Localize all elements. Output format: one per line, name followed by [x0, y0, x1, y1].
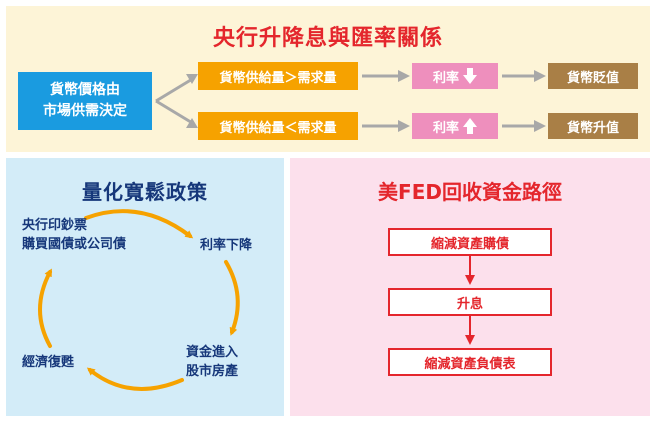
arrowhead-supply-more [398, 70, 410, 82]
node-capital-inflow: 資金進入 股市房產 [186, 343, 238, 381]
qe-cycle-arrows [38, 209, 240, 391]
currency-depreciate-box: 貨幣貶值 [548, 63, 638, 89]
source-line-1: 貨幣價格由 [50, 82, 120, 98]
arrowhead-supply-less [398, 120, 410, 132]
fed-title: 美FED回收資金路徑 [378, 180, 562, 204]
cycle-arrow-rate-to-capital [224, 260, 240, 336]
rate-up-label: 利率 [432, 120, 459, 136]
branch-arrows [155, 74, 536, 128]
cycle-arrow-economy-to-print [38, 268, 52, 348]
branch-arrow-up [155, 76, 195, 103]
arrowhead-rate-down [534, 70, 546, 82]
cycle-arrow-capital-to-economy [86, 367, 184, 391]
cycle-arrow-print-to-rate [84, 209, 194, 239]
market-supply-demand-box: 貨幣價格由 市場供需決定 [18, 72, 152, 130]
arrowhead-branch-down [186, 118, 198, 128]
arrow-down-icon [463, 68, 477, 84]
rate-up-box: 利率 [412, 113, 498, 139]
node-capital-line-2: 股市房產 [186, 364, 239, 379]
fed-step-balance-sheet: 縮減資產負債表 [388, 348, 552, 376]
arrow-up-icon [463, 118, 477, 134]
arrowhead-branch-up [186, 74, 198, 84]
node-print-line-1: 央行印鈔票 [22, 218, 88, 233]
node-central-bank-print: 央行印鈔票 購買國債或公司債 [22, 216, 126, 254]
rate-down-box: 利率 [412, 63, 498, 89]
node-economy-recovery: 經濟復甦 [22, 355, 75, 370]
branch-arrow-down [155, 99, 195, 126]
supply-less-box: 貨幣供給量＜需求量 [198, 112, 358, 140]
node-print-line-2: 購買國債或公司債 [22, 237, 127, 252]
qe-title: 量化寬鬆政策 [82, 180, 208, 204]
exchange-rate-title: 央行升降息與匯率關係 [212, 26, 443, 51]
fed-step-taper: 縮減資產購債 [388, 228, 552, 256]
supply-greater-box: 貨幣供給量＞需求量 [198, 62, 358, 90]
source-line-2: 市場供需決定 [43, 103, 127, 119]
node-capital-line-1: 資金進入 [186, 345, 239, 360]
gray-arrowheads [186, 70, 546, 132]
arrowhead-rate-up [534, 120, 546, 132]
rate-down-label: 利率 [432, 70, 459, 86]
node-rate-down: 利率下降 [200, 238, 253, 253]
fed-step-rate-hike: 升息 [388, 288, 552, 316]
currency-appreciate-box: 貨幣升值 [548, 113, 638, 139]
